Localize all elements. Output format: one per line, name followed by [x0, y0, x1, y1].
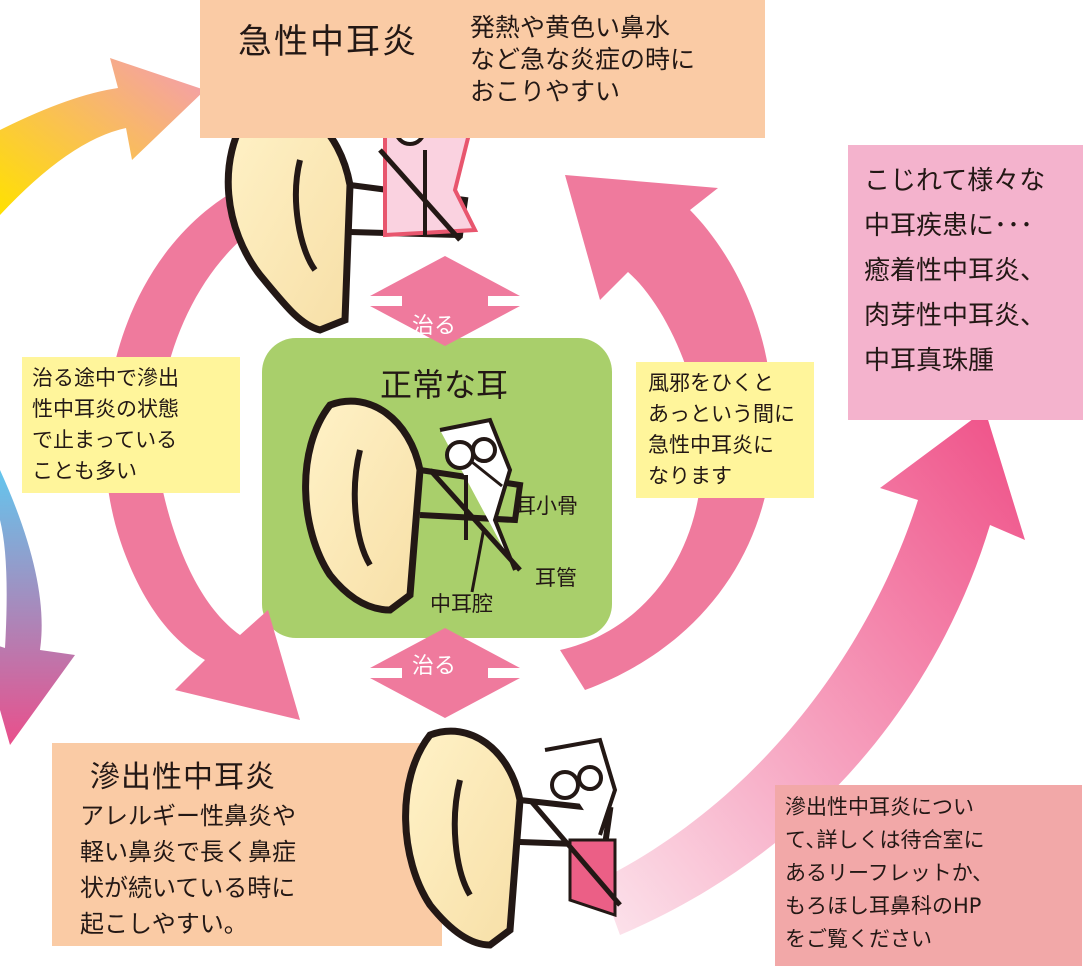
acute-otitis-title: 急性中耳炎	[238, 22, 418, 62]
cycle-arrow-right	[560, 175, 774, 690]
heal-label-top: 治る	[412, 314, 457, 339]
effusion-desc-line: アレルギー性鼻炎や	[80, 802, 296, 830]
effusion-desc-line: 軽い鼻炎で長く鼻症	[80, 838, 296, 866]
normal-ear-title: 正常な耳	[380, 366, 509, 404]
info-line: あるリーフレットか､	[785, 861, 984, 885]
info-line: 滲出性中耳炎につい	[785, 795, 974, 819]
complication-line: 中耳疾患に･･･	[864, 211, 1034, 241]
complication-line: 中耳真珠腫	[864, 346, 995, 376]
heal-arrow-top	[370, 256, 520, 346]
complication-line: こじれて様々な	[864, 166, 1046, 196]
complication-arrow	[600, 410, 1025, 935]
label-ossicles: 耳小骨	[515, 494, 578, 518]
incoming-arrow-left	[0, 470, 75, 745]
info-box: 滲出性中耳炎につい て､詳しくは待合室に あるリーフレットか､ もろほし耳鼻科の…	[775, 785, 1082, 966]
note-right-line: なります	[648, 464, 732, 488]
note-left-line: ことも多い	[32, 459, 137, 483]
label-eustachian-tube: 耳管	[535, 566, 577, 590]
label-middle-ear-cavity: 中耳腔	[430, 592, 493, 616]
acute-otitis-box	[200, 0, 765, 138]
note-right-line: あっという間に	[648, 402, 795, 426]
info-line: をご覧ください	[785, 927, 932, 951]
acute-desc-line: など急な炎症の時に	[470, 45, 696, 74]
heal-label-bottom: 治る	[412, 654, 457, 679]
note-left-line: で止まっている	[32, 428, 178, 452]
incoming-arrow-top	[0, 58, 205, 215]
acute-desc-line: 発熱や黄色い鼻水	[470, 13, 671, 42]
complication-line: 肉芽性中耳炎、	[864, 301, 1047, 331]
note-right: 風邪をひくと あっという間に 急性中耳炎に なります	[636, 362, 814, 498]
cycle-arrow-left	[105, 185, 300, 720]
normal-ear-illustration	[302, 397, 524, 614]
complication-line: 癒着性中耳炎、	[864, 256, 1047, 286]
effusion-otitis-description: アレルギー性鼻炎や 軽い鼻炎で長く鼻症 状が続いている時に 起こしやすい。	[80, 798, 296, 942]
note-left-line: 性中耳炎の状態	[32, 397, 179, 421]
effusion-desc-line: 状が続いている時に	[80, 874, 296, 902]
effusion-desc-line: 起こしやすい。	[80, 910, 248, 938]
heal-arrow-bottom	[370, 628, 520, 718]
complication-box: こじれて様々な 中耳疾患に･･･ 癒着性中耳炎、 肉芽性中耳炎、 中耳真珠腫	[848, 145, 1083, 420]
note-right-line: 風邪をひくと	[648, 371, 774, 395]
note-right-line: 急性中耳炎に	[648, 433, 774, 457]
acute-desc-line: おこりやすい	[470, 77, 621, 106]
note-left-line: 治る途中で滲出	[32, 366, 179, 390]
effusion-otitis-title: 滲出性中耳炎	[90, 760, 276, 795]
acute-otitis-description: 発熱や黄色い鼻水 など急な炎症の時に おこりやすい	[470, 12, 695, 108]
info-line: て､詳しくは待合室に	[785, 828, 985, 852]
info-line: もろほし耳鼻科のHP	[785, 894, 982, 918]
effusion-ear-illustration	[402, 727, 622, 949]
note-left: 治る途中で滲出 性中耳炎の状態 で止まっている ことも多い	[22, 357, 240, 493]
